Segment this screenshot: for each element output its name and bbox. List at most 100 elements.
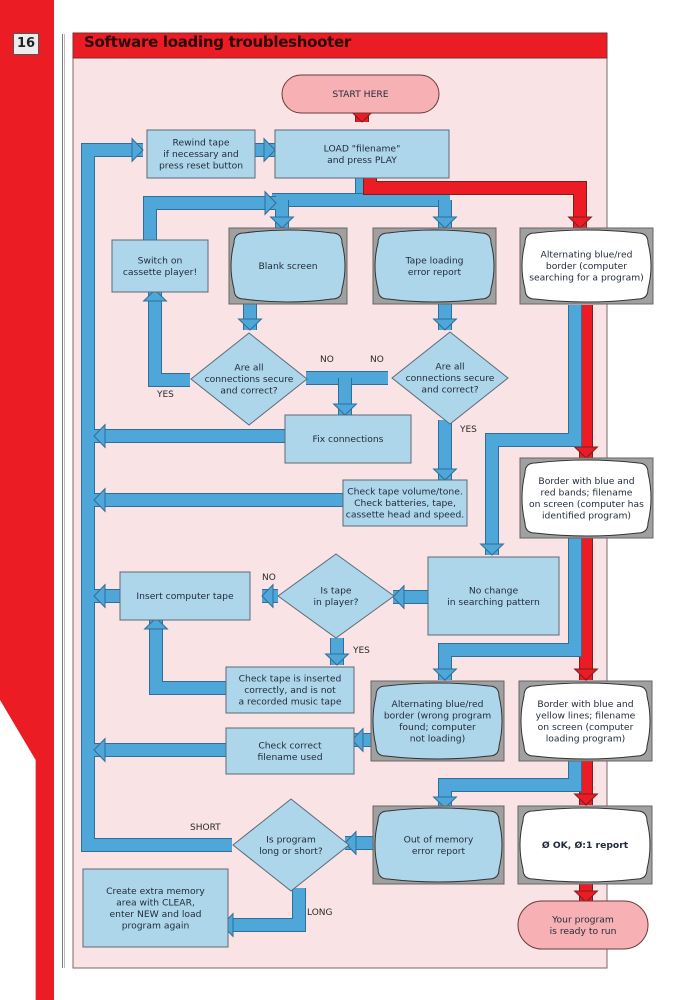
arrow-to-tape-down-head	[432, 216, 458, 229]
node-text-line: found; computer	[399, 722, 476, 733]
node-text-line: connections secure	[205, 374, 294, 385]
arrow-identified-red	[573, 538, 599, 681]
node-text-line: in searching pattern	[447, 597, 540, 608]
arrow-nochange-to-qtape	[392, 584, 428, 610]
node-text-line: and press PLAY	[327, 155, 397, 166]
margin-rule-light	[64, 34, 65, 968]
branch-label-short: SHORT	[190, 823, 221, 833]
screen-blank-screen: Blank screen	[228, 227, 348, 305]
node-text-line: Check tape is inserted	[239, 674, 342, 685]
arrow-loop-to-rewind	[81, 137, 144, 850]
branch-label-yes-tape: YES	[352, 646, 370, 656]
node-text-line: long or short?	[259, 846, 323, 857]
node-text-line: program again	[122, 920, 190, 931]
node-text-line: and correct?	[421, 385, 478, 396]
arrow-no-down-head	[332, 403, 358, 416]
node-text-line: cassette head and speed.	[346, 510, 464, 521]
branch-label-long: LONG	[307, 908, 333, 918]
node-text-line: Border with blue and	[538, 476, 634, 487]
arrow-short-to-loop	[81, 820, 232, 852]
box-insert-tape: Insert computer tape	[119, 571, 251, 621]
branch-label-yes-right: YES	[459, 425, 477, 435]
box-fix-connections: Fix connections	[284, 414, 412, 464]
node-text-line: border (wrong program	[384, 710, 491, 721]
terminal-start: START HERE	[281, 74, 440, 114]
arrow-yes-to-switch	[142, 289, 190, 387]
node-text-line: area with CLEAR,	[116, 897, 195, 908]
arrow-filename-to-loop-head	[93, 737, 106, 763]
node-text-line: is ready to run	[550, 926, 617, 937]
node-text-line: searching for a program)	[529, 273, 644, 284]
arrow-rewind-to-load-head	[263, 137, 276, 163]
arrow-loop-to-rewind-head	[131, 137, 144, 163]
node-text-line: red bands; filename	[541, 487, 633, 498]
node-text-line: on screen (computer has	[529, 499, 644, 510]
node-text-line: yellow lines; filename	[536, 710, 636, 721]
node-text-line: Tape loading	[405, 255, 464, 266]
node-text-line: on screen (computer	[538, 722, 634, 733]
node-text-line: enter NEW and load	[110, 909, 202, 920]
arrow-loading-red	[573, 760, 599, 806]
arrow-check-to-insert	[143, 617, 226, 695]
node-text-line: cassette player!	[123, 267, 197, 278]
node-text-line: Insert computer tape	[136, 591, 234, 602]
node-text-line: press reset button	[159, 161, 243, 172]
arrow-loading-red-head	[573, 793, 599, 806]
node-text-line: Are all	[435, 362, 464, 373]
arrow-load-to-searching-head	[567, 216, 593, 229]
arrow-identified-red-head	[573, 668, 599, 681]
node-text-line: Your program	[551, 914, 614, 925]
arrow-no-to-insert-head	[261, 583, 274, 609]
node-text-line: Are all	[234, 363, 263, 374]
arrow-no-down	[332, 378, 358, 416]
arrow-check-to-insert-head	[143, 617, 169, 630]
node-text-line: Create extra memory	[106, 886, 205, 897]
node-text-line: not loading)	[410, 733, 465, 744]
node-text-line: Blank screen	[258, 261, 317, 272]
node-text-line: correctly, and is not	[244, 685, 336, 696]
title-bar	[72, 32, 608, 59]
arrow-blank-down-head	[237, 318, 263, 331]
node-text-line: LOAD "filename"	[324, 143, 401, 154]
arrow-yes-to-volume-head	[432, 468, 458, 481]
arrow-fix-to-loop	[93, 423, 285, 449]
node-text-line: error report	[408, 267, 462, 278]
arrow-blank-down	[237, 300, 263, 331]
node-text-line: connections secure	[406, 373, 495, 384]
node-text-line: identified program)	[542, 510, 631, 521]
node-text-line: Fix connections	[313, 434, 384, 445]
node-text-line: Is tape	[320, 585, 351, 596]
arrow-to-tape-down	[432, 200, 458, 229]
box-load: LOAD "filename"and press PLAY	[274, 129, 450, 179]
arrow-identified-blue-head	[432, 668, 458, 681]
arrow-insert-to-loop-head	[93, 583, 106, 609]
arrow-yes-to-check	[324, 638, 350, 666]
branch-label-no-tape: NO	[262, 573, 276, 583]
arrow-loading-blue-head	[432, 796, 458, 809]
node-text-line: No change	[469, 585, 519, 596]
arrow-searching-blue-head	[479, 543, 505, 556]
arrow-yes-to-check-head	[324, 653, 350, 666]
node-text-line: a recorded music tape	[238, 697, 341, 708]
node-text-line: Rewind tape	[173, 138, 230, 149]
arrow-identified-blue	[432, 538, 582, 681]
arrow-rewind-to-load	[255, 137, 276, 163]
arrow-loading-blue	[432, 760, 582, 809]
page-title: Software loading troubleshooter	[84, 33, 351, 51]
node-text-line: filename used	[257, 752, 322, 763]
page-number: 16	[13, 33, 39, 55]
arrow-volume-to-loop-head	[93, 487, 106, 513]
node-text-line: and correct?	[220, 386, 277, 397]
